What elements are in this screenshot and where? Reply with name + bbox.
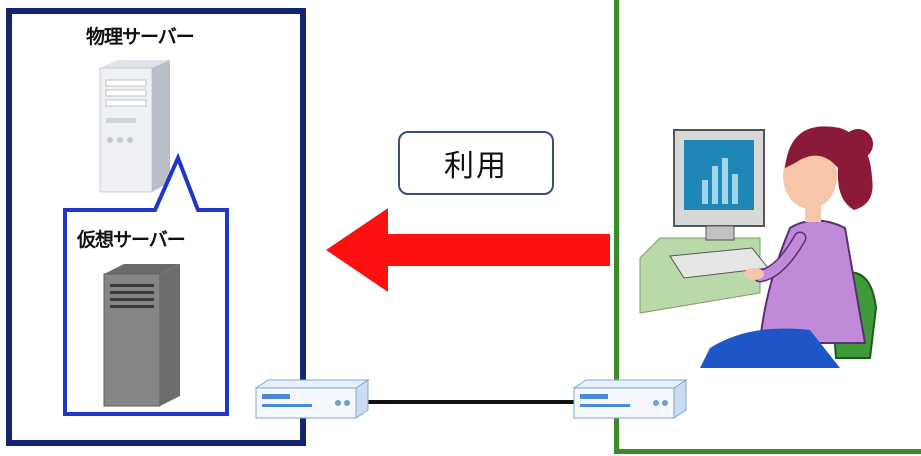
usage-label: 利用 bbox=[398, 131, 554, 195]
virtual-server-label: 仮想サーバー bbox=[77, 229, 186, 251]
virtual-server-icon bbox=[103, 264, 180, 407]
client-panel bbox=[614, 0, 921, 454]
tower-server-icon bbox=[99, 60, 170, 193]
network-device-icon bbox=[254, 379, 370, 419]
arrow-left-icon bbox=[326, 208, 610, 292]
network-link bbox=[254, 379, 688, 419]
physical-server-panel bbox=[6, 8, 306, 446]
user-at-computer-icon bbox=[639, 126, 878, 368]
physical-server-label: 物理サーバー bbox=[86, 26, 195, 48]
network-device-icon bbox=[572, 379, 688, 419]
